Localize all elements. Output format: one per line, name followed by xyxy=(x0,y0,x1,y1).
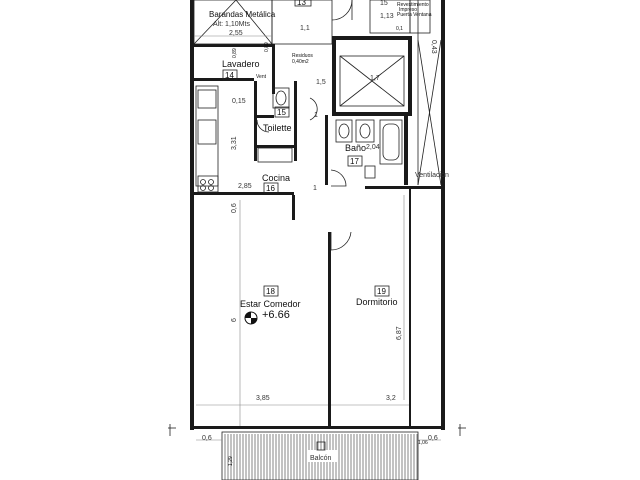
dim-1-7: 1,7 xyxy=(370,75,380,82)
dim-0-6-left: 0,6 xyxy=(231,203,238,213)
dim-0-6-bottom-left: 0,6 xyxy=(202,435,212,442)
room-name-dormitorio: Dormitorio xyxy=(356,297,398,307)
ventilacion-label: Ventilación xyxy=(415,172,449,179)
dim-3-85: 3,85 xyxy=(256,395,270,402)
interior-walls xyxy=(194,36,441,426)
dim-1-13: 1,13 xyxy=(380,13,394,20)
room-number-16: 16 xyxy=(266,184,275,193)
room-number-19: 19 xyxy=(377,287,386,296)
dim-1-29: 1,29 xyxy=(228,456,234,466)
room-number-box-18 xyxy=(263,285,279,297)
room-name-toilette: Toilette xyxy=(263,123,292,133)
kitchen-fixtures xyxy=(195,85,219,193)
dim-1-5: 1,5 xyxy=(316,79,326,86)
room-number-17: 17 xyxy=(350,157,359,166)
room-number-box-14 xyxy=(222,69,238,81)
dim-0-15: 0,15 xyxy=(232,98,246,105)
dim-1-1: 1,1 xyxy=(300,25,310,32)
dim-0-89b: 0,89 xyxy=(232,48,238,58)
room-number-box-19 xyxy=(374,285,390,297)
room-number-14: 14 xyxy=(225,71,234,80)
ducto-line-2: Impreso xyxy=(399,7,417,13)
doors xyxy=(256,97,352,251)
level-marker xyxy=(244,311,258,325)
dim-3-2: 3,2 xyxy=(386,395,396,402)
dim-0-6-bottom-right: 0,6 xyxy=(428,435,438,442)
room-number-15-top: 15 xyxy=(380,0,388,7)
dim-2-04: 2,04 xyxy=(366,144,380,151)
balcony-hatch xyxy=(221,431,419,480)
core-outlines xyxy=(271,0,431,45)
balcon-marker xyxy=(316,441,326,451)
room-number-18: 18 xyxy=(266,287,275,296)
dim-1-a: 1 xyxy=(314,112,318,119)
bano-fixtures xyxy=(335,119,403,179)
dim-0-89a: 0,89 xyxy=(264,42,270,52)
room-number-box-16 xyxy=(263,182,279,194)
dimension-lines xyxy=(194,35,441,441)
section-marks xyxy=(168,424,466,436)
room-name-lavadero: Lavadero xyxy=(222,59,260,69)
dim-6: 6 xyxy=(231,318,238,322)
vent-small-label: Vent xyxy=(256,74,267,80)
room-number-15: 15 xyxy=(277,108,286,117)
dim-3-31: 3,31 xyxy=(231,136,238,150)
ducto-line-1: Revestimiento xyxy=(397,2,429,8)
dim-0-43: 0,43 xyxy=(430,40,437,54)
residuos-area: 0,40m2 xyxy=(292,59,309,65)
barandas-alt-label: Alt: 1,10Mts xyxy=(213,21,250,28)
toilette-fixtures xyxy=(257,87,293,163)
room-name-estar: Estar Comedor xyxy=(240,299,301,309)
room-number-box-15 xyxy=(274,106,290,118)
residuos-label: Residuos xyxy=(292,53,313,59)
ducto-line-3: Puerta Ventana xyxy=(397,12,432,18)
room-number-box-17 xyxy=(347,155,363,167)
room-number-13: 13 xyxy=(297,0,306,7)
room-name-bano: Baño xyxy=(345,143,366,153)
dim-0-1: 0,1 xyxy=(396,26,403,32)
room-name-balcon: Balcón xyxy=(310,455,332,462)
ventilation-shaft xyxy=(417,0,442,186)
dim-6-87: 6,87 xyxy=(396,326,403,340)
dim-2-85: 2,85 xyxy=(238,183,252,190)
dim-1-b: 1 xyxy=(313,185,317,192)
outer-walls xyxy=(190,0,445,430)
dim-1-06: 1,06 xyxy=(418,440,428,446)
elevator-box xyxy=(339,55,405,107)
balcony-frame xyxy=(221,431,419,480)
dim-2-55: 2,55 xyxy=(229,30,243,37)
room-name-cocina: Cocina xyxy=(262,173,290,183)
balcon-label-bg xyxy=(308,450,338,462)
level-value: +6.66 xyxy=(262,309,290,321)
barandas-label: Barandas Metálica xyxy=(209,10,276,19)
